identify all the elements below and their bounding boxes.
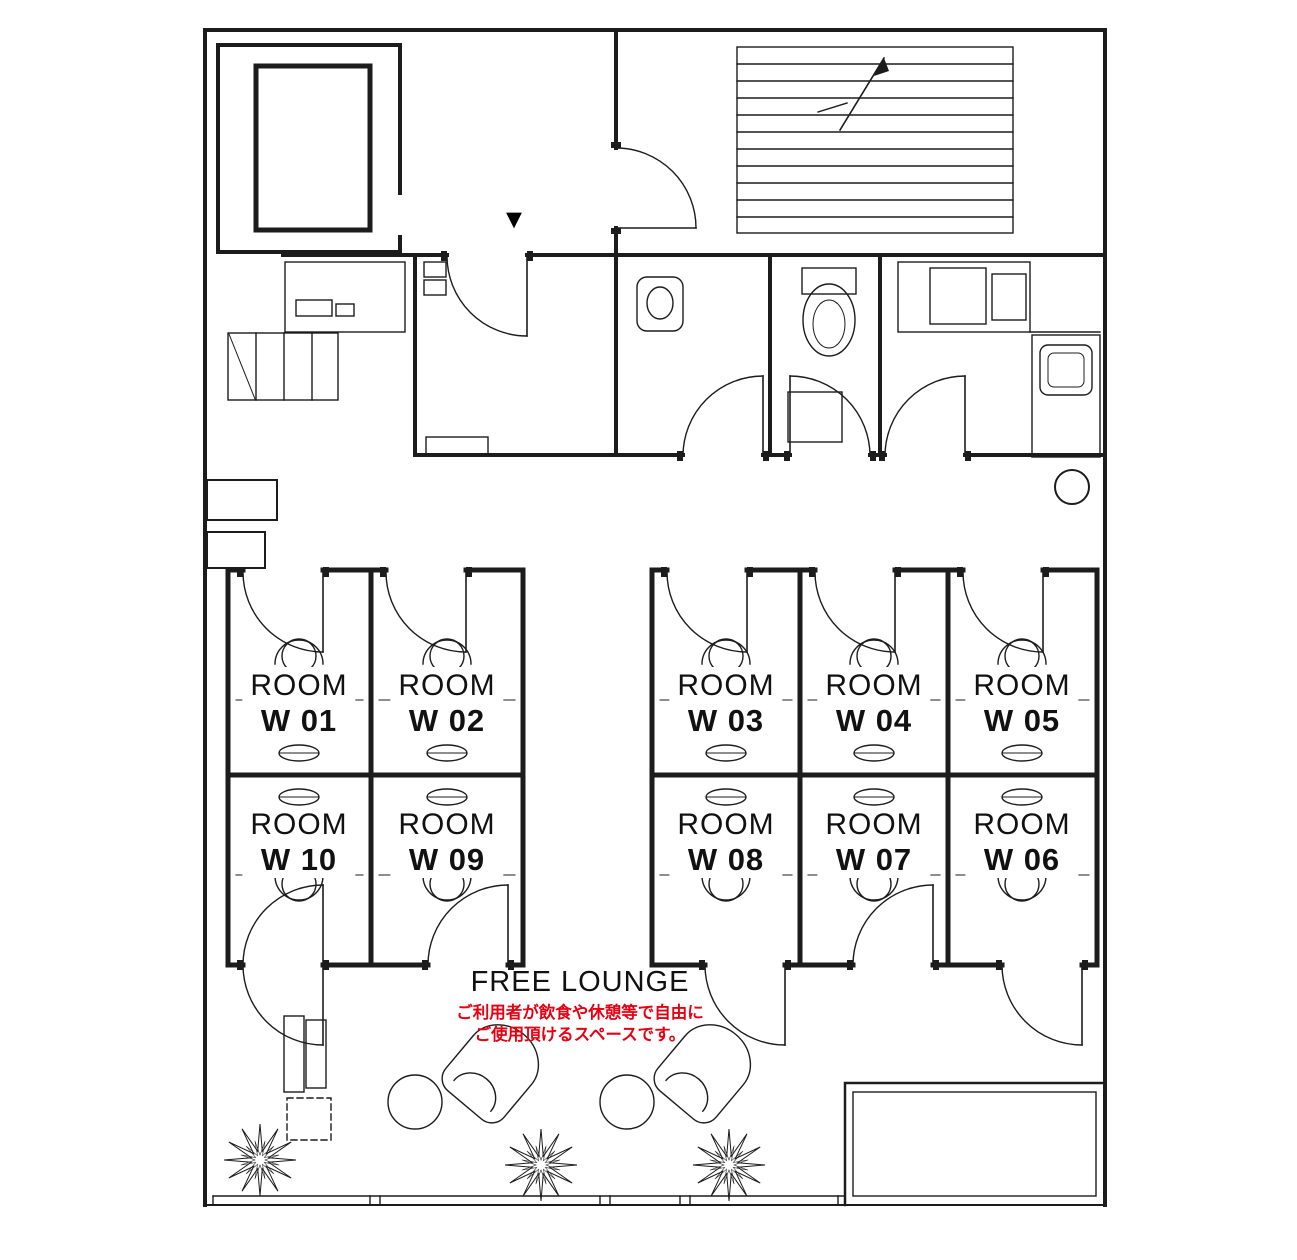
outer-walls — [203, 28, 1107, 1207]
room-code: W 09 — [408, 842, 486, 877]
toilet-stall-2 — [787, 267, 857, 443]
room-label-w07: ROOM W 07 — [817, 806, 931, 878]
lounge-note-line1: ご利用者が飲食や休憩等で自由に — [456, 1004, 704, 1022]
room-code: W 05 — [983, 703, 1061, 738]
room-label-w02: ROOM W 02 — [390, 667, 504, 739]
room-label-w10: ROOM W 10 — [242, 806, 356, 878]
floor-marking — [286, 1097, 332, 1141]
room-type: ROOM — [825, 669, 923, 702]
room-type: ROOM — [250, 808, 348, 841]
room-type: ROOM — [398, 669, 496, 702]
room-type: ROOM — [677, 808, 775, 841]
washbasin-counter — [897, 261, 1101, 458]
room-type: ROOM — [973, 808, 1071, 841]
bench — [305, 1019, 327, 1089]
toilet-stall-1 — [636, 276, 684, 332]
balcony — [843, 1081, 1107, 1207]
room-type: ROOM — [250, 669, 348, 702]
room-type: ROOM — [677, 669, 775, 702]
room-label-w03: ROOM W 03 — [669, 667, 783, 739]
room-label-w08: ROOM W 08 — [669, 806, 783, 878]
room-label-w04: ROOM W 04 — [817, 667, 931, 739]
round-fixture — [1054, 469, 1090, 505]
room-label-w05: ROOM W 05 — [965, 667, 1079, 739]
upper-partition-walls — [281, 28, 1107, 457]
lounge-title: FREE LOUNGE — [470, 966, 690, 998]
room-type: ROOM — [973, 669, 1071, 702]
room-code: W 08 — [687, 842, 765, 877]
room-code: W 10 — [260, 842, 338, 877]
room-code: W 02 — [408, 703, 486, 738]
room-label-w06: ROOM W 06 — [965, 806, 1079, 878]
room-code: W 03 — [687, 703, 765, 738]
room-partition-walls — [225, 567, 1100, 968]
round-table — [599, 1074, 655, 1130]
room-label-w09: ROOM W 09 — [390, 806, 504, 878]
round-table — [387, 1074, 443, 1130]
stairs-direction-arrow — [817, 56, 889, 132]
room-type: ROOM — [398, 808, 496, 841]
sink-counter — [284, 261, 406, 333]
free-lounge-label: FREE LOUNGE ご利用者が飲食や休憩等で自由に ご使用頂けるスペースです… — [456, 966, 704, 1047]
elevator — [216, 43, 402, 254]
room-code: W 07 — [835, 842, 913, 877]
elevator-direction-marker: ▼ — [500, 204, 528, 234]
room-code: W 01 — [260, 703, 338, 738]
lounge-note-line2: ご使用頂けるスペースです。 — [474, 1026, 686, 1045]
bench — [283, 1015, 305, 1093]
room-code: W 06 — [983, 842, 1061, 877]
room-code: W 04 — [835, 703, 913, 738]
hall-fixtures — [423, 261, 489, 456]
room-label-w01: ROOM W 01 — [242, 667, 356, 739]
lounge-furniture — [283, 1009, 766, 1141]
room-type: ROOM — [825, 808, 923, 841]
lockers — [227, 332, 339, 401]
staircase — [736, 46, 1014, 234]
